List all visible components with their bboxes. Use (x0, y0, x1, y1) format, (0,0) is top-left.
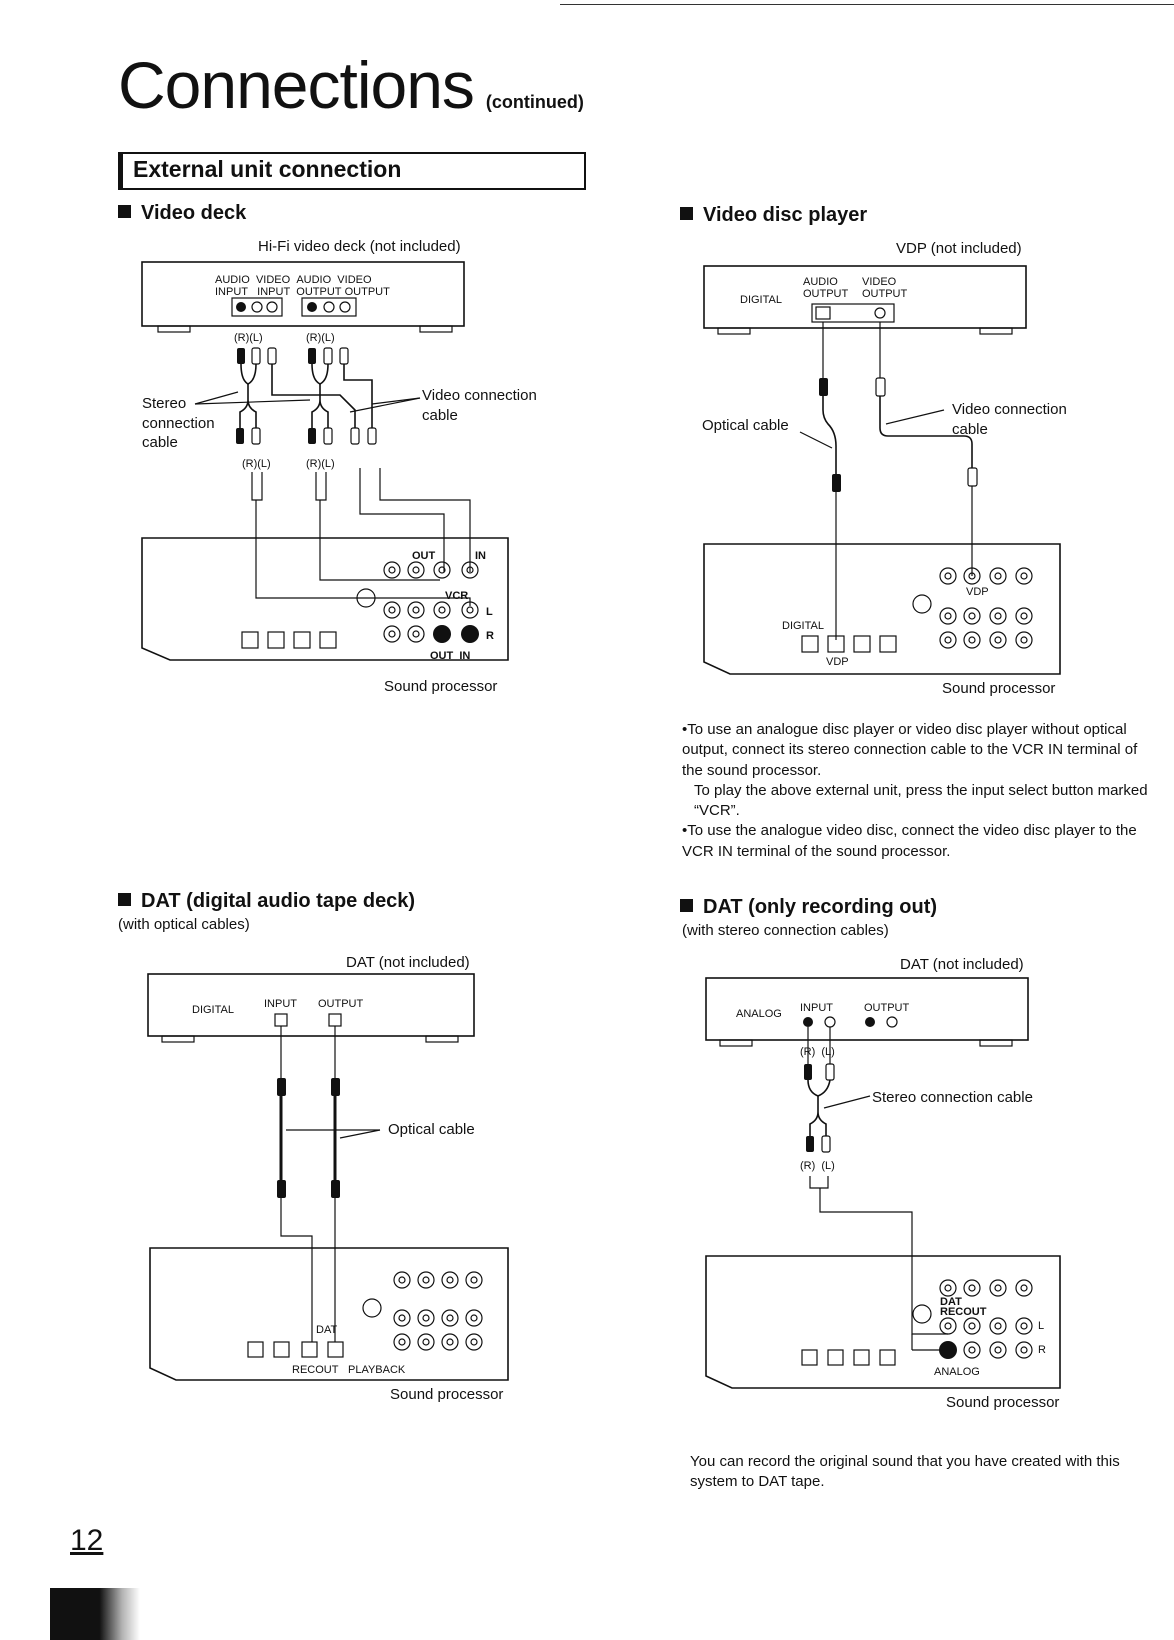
video-deck-caption: Hi-Fi video deck (not included) (258, 238, 461, 255)
out-in-label: OUT IN (430, 650, 471, 662)
page-title: Connections(continued) (118, 48, 584, 122)
video-deck-rl-left: (R)(L) (234, 332, 263, 344)
dat-analog-r-label: R (1038, 1344, 1046, 1356)
page-number: 12 (70, 1524, 104, 1557)
dat-digital-heading: DAT (digital audio tape deck) (118, 890, 415, 913)
vdp-video-output-label: VIDEO OUTPUT (862, 276, 908, 301)
dat-digital-optical-cable-label: Optical cable (388, 1121, 475, 1138)
l-label: L (486, 606, 493, 618)
video-deck-rl-lower-right: (R)(L) (306, 458, 335, 470)
video-deck-heading: Video deck (118, 202, 246, 225)
vdp-processor-caption: Sound processor (942, 680, 1056, 697)
top-rule (560, 4, 1174, 5)
vdp-video-cable-label: Video connection cable (952, 401, 1067, 438)
bullet-square-icon (680, 899, 693, 912)
video-deck-processor-caption: Sound processor (384, 678, 498, 695)
dat-analog-subheading: (with stereo connection cables) (682, 922, 889, 939)
bullet-square-icon (680, 207, 693, 220)
dat-analog-processor-caption: Sound processor (946, 1394, 1060, 1411)
dat-digital-output-label: OUTPUT (318, 998, 364, 1010)
dat-analog-note: You can record the original sound that y… (690, 1453, 1120, 1491)
section-title: External unit connection (118, 152, 586, 190)
dat-digital-dat-label: DAT (316, 1324, 338, 1336)
dat-analog-rl-lower: (R) (L) (800, 1160, 835, 1172)
vdp-note-2: To play the above external unit, press t… (694, 781, 1148, 819)
dat-digital-playback-label: PLAYBACK (348, 1364, 406, 1376)
dat-analog-input-label: INPUT (800, 1002, 833, 1014)
video-deck-rl-lower-left: (R)(L) (242, 458, 271, 470)
scan-smudge (50, 1588, 140, 1640)
vdp-notes: •To use an analogue disc player or video… (682, 720, 1148, 862)
vdp-heading: Video disc player (680, 204, 867, 227)
out-label: OUT (412, 550, 436, 562)
dat-digital-processor-caption: Sound processor (390, 1386, 504, 1403)
video-cable-label: Video connection cable (422, 387, 537, 424)
vdp-lower-label: VDP (826, 656, 849, 668)
dat-digital-input-label: INPUT (264, 998, 297, 1010)
dat-analog-l-label: L (1038, 1320, 1045, 1332)
bullet-square-icon (118, 893, 131, 906)
dat-analog-caption: DAT (not included) (900, 956, 1024, 973)
vdp-note-1: •To use an analogue disc player or video… (682, 721, 1138, 779)
dat-digital-subheading: (with optical cables) (118, 916, 250, 933)
dat-analog-stereo-cable-label: Stereo connection cable (872, 1089, 1033, 1106)
dat-digital-caption: DAT (not included) (346, 954, 470, 971)
stereo-cable-label: Stereo connection cable (142, 395, 215, 451)
dat-analog-analog-lower-label: ANALOG (934, 1366, 980, 1378)
vcr-label: VCR (445, 590, 469, 602)
dat-digital-label: DIGITAL (192, 1004, 234, 1016)
dat-analog-analog-label: ANALOG (736, 1008, 782, 1020)
dat-analog-recout-label: RECOUT (940, 1306, 987, 1318)
video-deck-rl-right: (R)(L) (306, 332, 335, 344)
dat-analog-rl-upper: (R) (L) (800, 1046, 835, 1058)
bullet-square-icon (118, 205, 131, 218)
vdp-audio-output-label: AUDIO OUTPUT (803, 276, 849, 301)
page-title-suffix: (continued) (485, 92, 584, 112)
r-label: R (486, 630, 494, 642)
vdp-optical-cable-label: Optical cable (702, 417, 789, 434)
vdp-digital-lower-label: DIGITAL (782, 620, 824, 632)
in-label: IN (475, 550, 486, 562)
dat-analog-dat-label: DAT (940, 1296, 962, 1308)
vdp-caption: VDP (not included) (896, 240, 1022, 257)
vdp-note-3: •To use the analogue video disc, connect… (682, 822, 1137, 860)
dat-analog-heading: DAT (only recording out) (680, 896, 937, 919)
vdp-digital-label: DIGITAL (740, 294, 782, 306)
video-deck-jack-labels: AUDIO VIDEO AUDIO VIDEO INPUT INPUT OUTP… (215, 274, 390, 299)
dat-analog-output-label: OUTPUT (864, 1002, 910, 1014)
vdp-jack-label: VDP (966, 586, 989, 598)
dat-digital-recout-label: RECOUT (292, 1364, 339, 1376)
